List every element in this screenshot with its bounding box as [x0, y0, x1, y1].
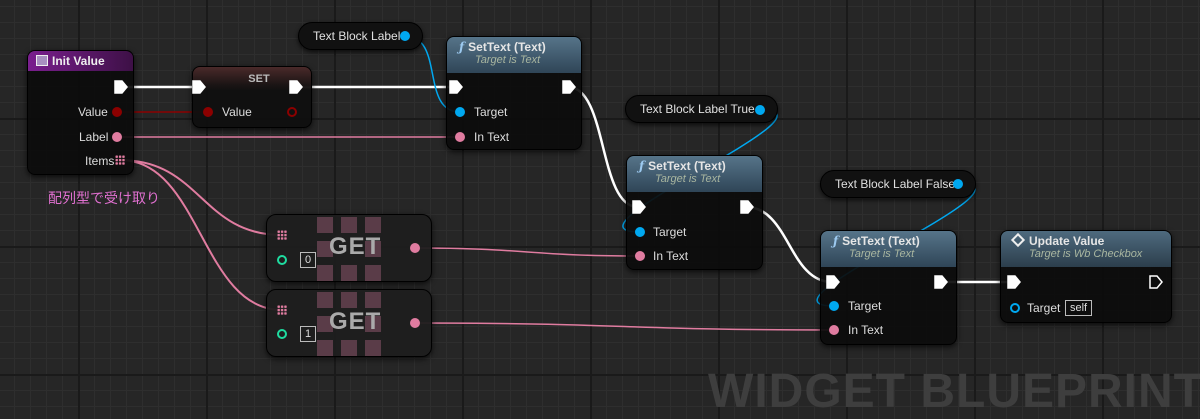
node-title: Init Value	[52, 54, 105, 68]
pin-label-in-text: In Text	[474, 130, 510, 144]
target-default-self[interactable]: self	[1065, 300, 1093, 316]
exec-in-pin[interactable]	[192, 80, 206, 94]
node-subtitle: Target is Wb Checkbox	[1029, 248, 1143, 260]
in-text-pin[interactable]	[829, 325, 839, 335]
function-icon: ƒ	[639, 159, 645, 173]
exec-out-pin[interactable]	[562, 80, 576, 94]
var-text-block-label-true[interactable]: Text Block Label True	[625, 95, 778, 123]
pin-label-items: Items	[85, 154, 115, 168]
function-icon: ƒ	[833, 234, 839, 248]
array-wire	[119, 159, 283, 311]
get-node-0[interactable]: GET	[266, 214, 432, 282]
value-in-pin[interactable]	[203, 107, 213, 117]
exec-out-pin[interactable]	[1149, 275, 1163, 289]
node-title: GET	[329, 233, 382, 260]
exec-in-pin[interactable]	[449, 80, 463, 94]
function-icon: ƒ	[459, 40, 465, 54]
target-pin[interactable]	[455, 107, 465, 117]
exec-out-pin[interactable]	[289, 80, 303, 94]
node-title: Update Value	[1029, 234, 1105, 248]
set-node[interactable]: SET	[192, 66, 312, 128]
pin-label-in-text: In Text	[848, 323, 884, 337]
var-text-block-label-false[interactable]: Text Block Label False	[820, 170, 976, 198]
array-in-pin[interactable]	[277, 230, 287, 240]
text-wire	[414, 247, 641, 257]
node-title: SET	[248, 73, 270, 85]
node-title: SetText (Text)	[842, 234, 920, 248]
text-wire	[414, 322, 835, 331]
array-in-pin[interactable]	[277, 305, 287, 315]
var-out-pin[interactable]	[755, 105, 765, 115]
node-title: SetText (Text)	[648, 159, 726, 173]
var-out-pin[interactable]	[400, 31, 410, 41]
pin-label-label: Label	[79, 130, 109, 144]
index-pin[interactable]	[277, 255, 287, 265]
event-icon	[36, 55, 48, 66]
comment: 配列型で受け取り	[48, 190, 160, 206]
pin-label-value: Value	[222, 105, 252, 119]
var-out-pin[interactable]	[953, 179, 963, 189]
target-pin[interactable]	[829, 301, 839, 311]
index-pin[interactable]	[277, 329, 287, 339]
index-input-0[interactable]: 0	[300, 252, 317, 268]
get-out-pin[interactable]	[410, 318, 420, 328]
label-pin[interactable]	[112, 132, 122, 142]
array-wire	[119, 159, 283, 236]
node-subtitle: Target is Text	[849, 248, 915, 260]
pin-label-target: Target	[848, 299, 882, 313]
exec-in-pin[interactable]	[826, 275, 840, 289]
index-input-1[interactable]: 1	[300, 326, 317, 342]
in-text-pin[interactable]	[455, 132, 465, 142]
get-node-1[interactable]: GET	[266, 289, 432, 357]
message-icon	[1010, 232, 1026, 248]
node-subtitle: Target is Text	[655, 173, 721, 185]
node-subtitle: Target is Text	[475, 54, 541, 66]
items-array-pin[interactable]	[115, 155, 125, 165]
in-text-pin[interactable]	[635, 251, 645, 261]
exec-out-pin[interactable]	[114, 80, 128, 94]
target-pin[interactable]	[1010, 303, 1020, 313]
node-title: SetText (Text)	[468, 40, 546, 54]
value-pin[interactable]	[112, 107, 122, 117]
pin-label-in-text: In Text	[653, 249, 689, 263]
exec-out-pin[interactable]	[740, 200, 754, 214]
node-title: GET	[329, 308, 382, 335]
value-out-pin[interactable]	[287, 107, 297, 117]
exec-out-pin[interactable]	[934, 275, 948, 289]
init-value-header: Init Value	[28, 51, 133, 71]
exec-in-pin[interactable]	[1007, 275, 1021, 289]
pin-label-value: Value	[78, 105, 108, 119]
pin-label-target: Target	[653, 225, 687, 239]
pin-label-target: Target	[474, 105, 508, 119]
watermark: WIDGET BLUEPRINT	[708, 365, 1200, 418]
pin-label-target: Target	[1027, 301, 1061, 315]
exec-in-pin[interactable]	[632, 200, 646, 214]
target-pin[interactable]	[635, 227, 645, 237]
get-out-pin[interactable]	[410, 243, 420, 253]
